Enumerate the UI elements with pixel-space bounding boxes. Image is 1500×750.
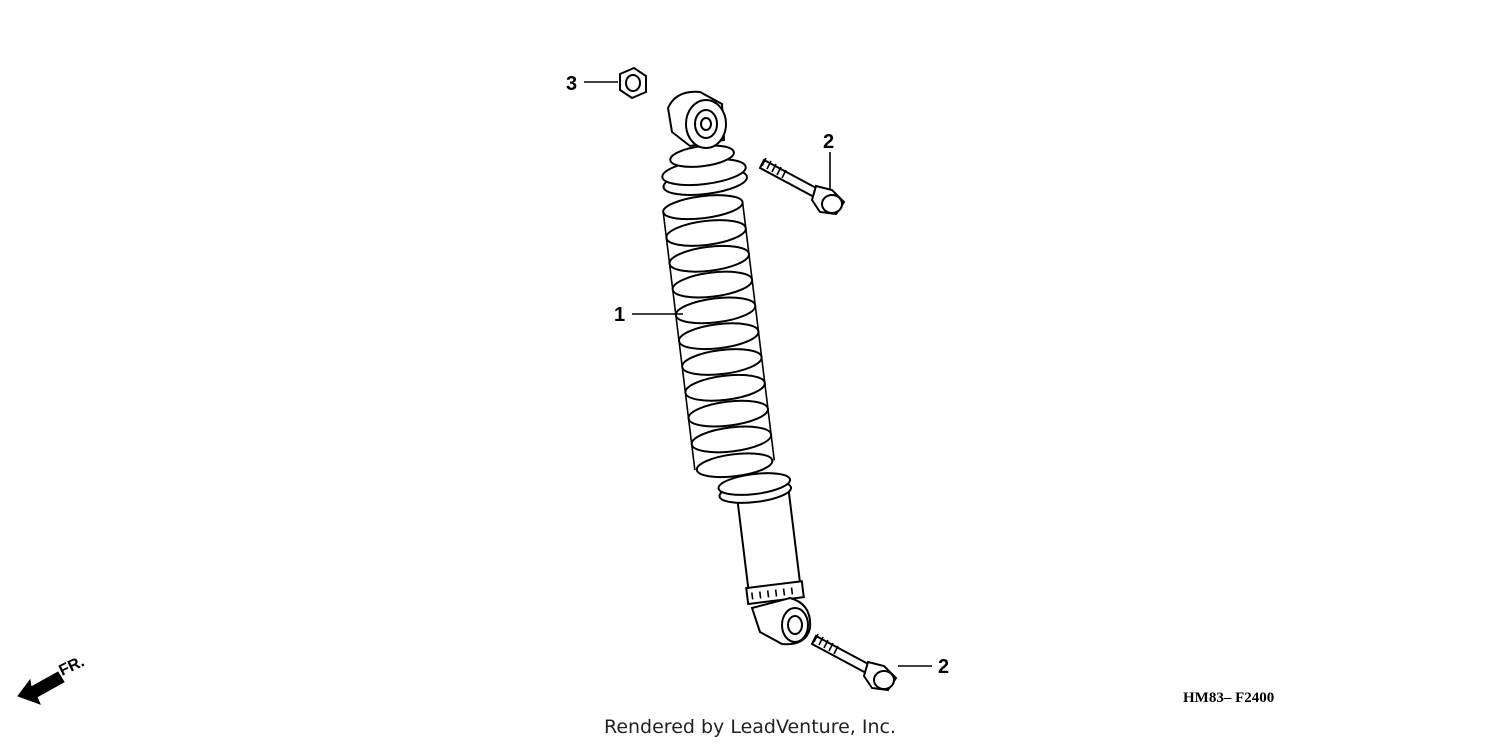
upper-bolt[interactable] (758, 157, 846, 216)
front-direction-label: FR. (57, 653, 88, 679)
render-credit: Rendered by LeadVenture, Inc. (603, 716, 897, 738)
flange-nut[interactable] (619, 66, 647, 100)
callout-2-upper[interactable]: 2 (823, 131, 834, 153)
callout-3[interactable]: 3 (566, 73, 577, 95)
rear-shock-absorber[interactable] (659, 90, 812, 646)
callout-1[interactable]: 1 (614, 304, 625, 326)
callout-2-lower[interactable]: 2 (938, 656, 949, 678)
lower-bolt[interactable] (810, 633, 898, 692)
diagram-code: HM83– F2400 (1183, 690, 1274, 706)
coil-spring (662, 194, 776, 479)
lower-eye-mount (750, 596, 812, 646)
upper-eye-mount (666, 90, 727, 149)
front-direction-arrow-icon (17, 671, 65, 705)
